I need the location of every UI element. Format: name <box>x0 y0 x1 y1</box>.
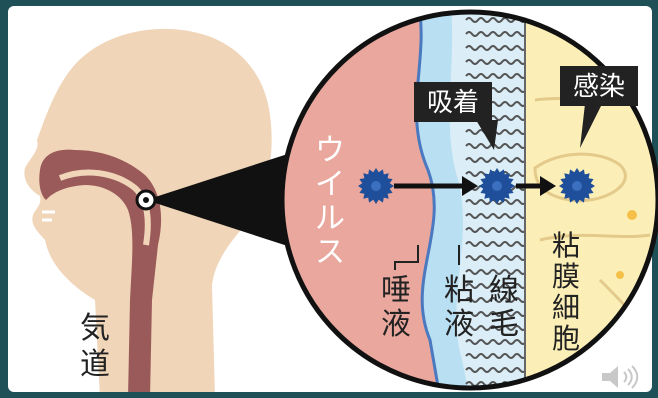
virus-icon <box>559 168 595 204</box>
airway-label: 気 道 <box>80 311 110 382</box>
cells-char: 膜 <box>552 260 580 293</box>
pointer-dot <box>143 197 149 203</box>
virus-char: ス <box>315 235 345 270</box>
svg-text:道: 道 <box>80 347 110 382</box>
cells-char: 粘 <box>552 229 580 262</box>
cilia-char: 毛 <box>489 307 519 342</box>
cell-granule <box>627 210 637 220</box>
cell-granule <box>616 271 624 279</box>
saliva-char: 液 <box>381 307 411 342</box>
virus-icon <box>358 168 394 204</box>
saliva-char: 唾 <box>381 273 411 308</box>
virus-char: ウ <box>315 133 345 168</box>
infection-label: 感染 <box>573 72 625 102</box>
cilia-label: 線毛 <box>489 273 519 342</box>
svg-text:気: 気 <box>80 311 110 346</box>
cells-char: 細 <box>552 291 580 324</box>
virus-char: イ <box>315 167 345 202</box>
virus-icon <box>479 168 515 204</box>
virus-char: ル <box>315 201 345 236</box>
saliva-label: 唾液 <box>381 273 411 342</box>
cells-char: 胞 <box>552 322 580 355</box>
mucus-char: 粘 <box>444 273 474 308</box>
adsorption-label: 吸着 <box>427 88 479 118</box>
speaker-icon[interactable] <box>598 362 646 392</box>
mucus-char: 液 <box>444 307 474 342</box>
cilia-char: 線 <box>489 273 519 308</box>
mucus-label: 粘液 <box>444 273 474 342</box>
